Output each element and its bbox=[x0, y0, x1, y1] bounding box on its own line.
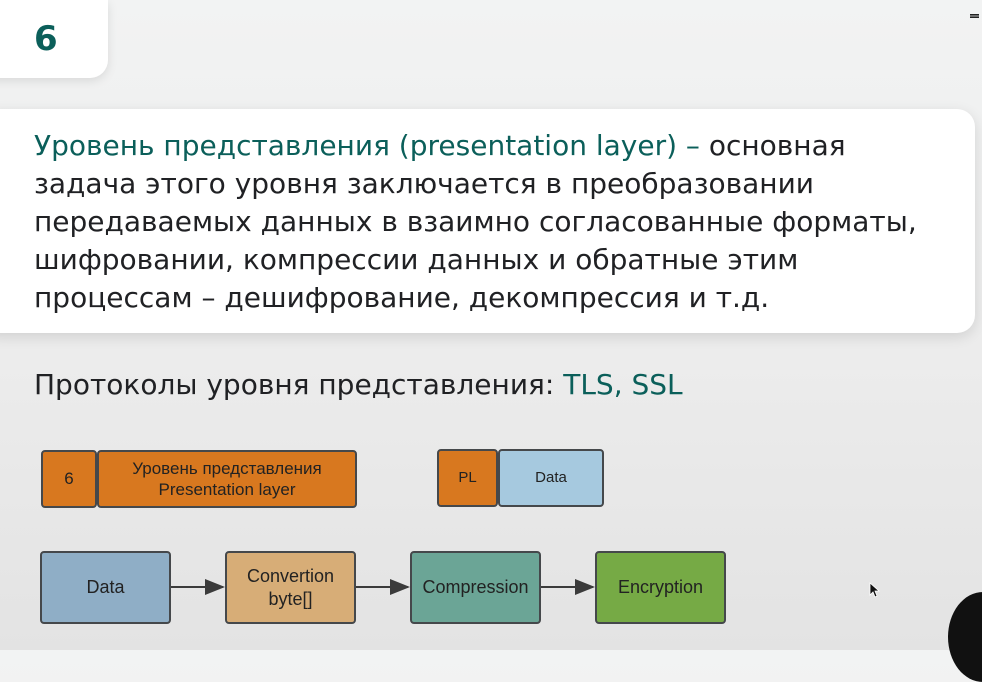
webcam-overlay-icon bbox=[948, 592, 982, 682]
definition-card bbox=[0, 109, 975, 333]
corner-marker-icon: ‗ bbox=[970, 0, 979, 19]
protocols-label: Протоколы уровня представления: bbox=[34, 368, 564, 401]
layer-name-box: Уровень представления Presentation layer bbox=[97, 450, 357, 508]
protocols-value: TLS, SSL bbox=[563, 368, 683, 401]
slide-number: 6 bbox=[34, 19, 58, 59]
packet-data-label: Data bbox=[535, 468, 567, 486]
layer-name-ru: Уровень представления bbox=[132, 458, 322, 478]
flow-data-label: Data bbox=[86, 577, 125, 598]
protocols-line: Протоколы уровня представления: TLS, SSL bbox=[34, 366, 683, 404]
layer-number-label: 6 bbox=[64, 469, 74, 489]
compression-label: Compression bbox=[422, 577, 529, 598]
slide-number-panel bbox=[0, 0, 108, 78]
conversion-box: Convertion byte[] bbox=[225, 551, 356, 624]
encryption-label: Encryption bbox=[617, 577, 704, 598]
mouse-cursor-icon bbox=[869, 582, 881, 598]
conversion-type-label: byte[] bbox=[268, 588, 313, 609]
layer-name-en: Presentation layer bbox=[158, 480, 296, 499]
conversion-label: Convertion bbox=[246, 566, 335, 586]
packet-data-box: Data bbox=[498, 449, 604, 507]
definition-text: Уровень представления (presentation laye… bbox=[34, 127, 944, 317]
definition-term: Уровень представления (presentation laye… bbox=[34, 129, 700, 162]
definition-description: основная задача этого уровня заключается… bbox=[34, 129, 917, 314]
encryption-box: Encryption bbox=[595, 551, 726, 624]
flow-data-box: Data bbox=[40, 551, 171, 624]
layer-number-box: 6 bbox=[41, 450, 97, 508]
compression-box: Compression bbox=[410, 551, 541, 624]
pl-label: PL bbox=[458, 468, 477, 486]
pl-header-box: PL bbox=[437, 449, 498, 507]
